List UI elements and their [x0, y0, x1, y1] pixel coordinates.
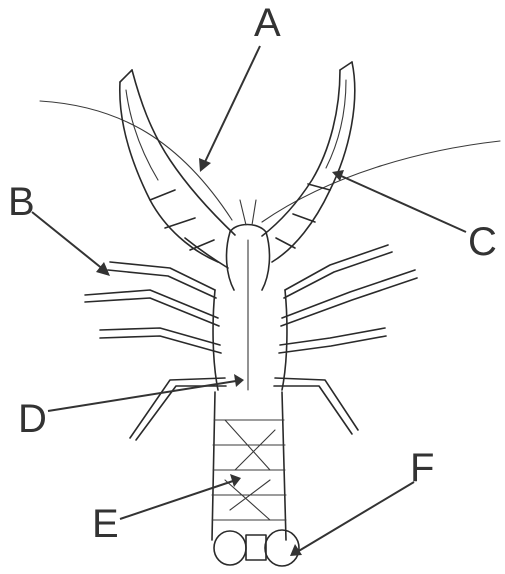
arrow-E: [120, 481, 233, 519]
arrow-B: [32, 212, 104, 270]
label-f: F: [410, 446, 434, 490]
right-antenna: [262, 141, 500, 222]
arrow-D: [48, 381, 236, 411]
label-e: E: [92, 502, 119, 546]
left-claw: [120, 70, 235, 268]
abdomen: [212, 392, 299, 566]
label-a: A: [254, 1, 281, 45]
label-b: B: [8, 180, 35, 224]
arrow-C: [339, 175, 466, 232]
arrow-F: [297, 482, 414, 552]
label-c: C: [468, 220, 497, 264]
label-d: D: [18, 397, 47, 441]
right-claw: [262, 62, 355, 262]
walking-legs-right: [274, 245, 417, 434]
arrow-A: [204, 46, 260, 164]
telson: [246, 535, 266, 560]
cephalothorax: [213, 200, 287, 390]
left-uropod: [214, 531, 246, 565]
walking-legs-left: [85, 262, 226, 440]
